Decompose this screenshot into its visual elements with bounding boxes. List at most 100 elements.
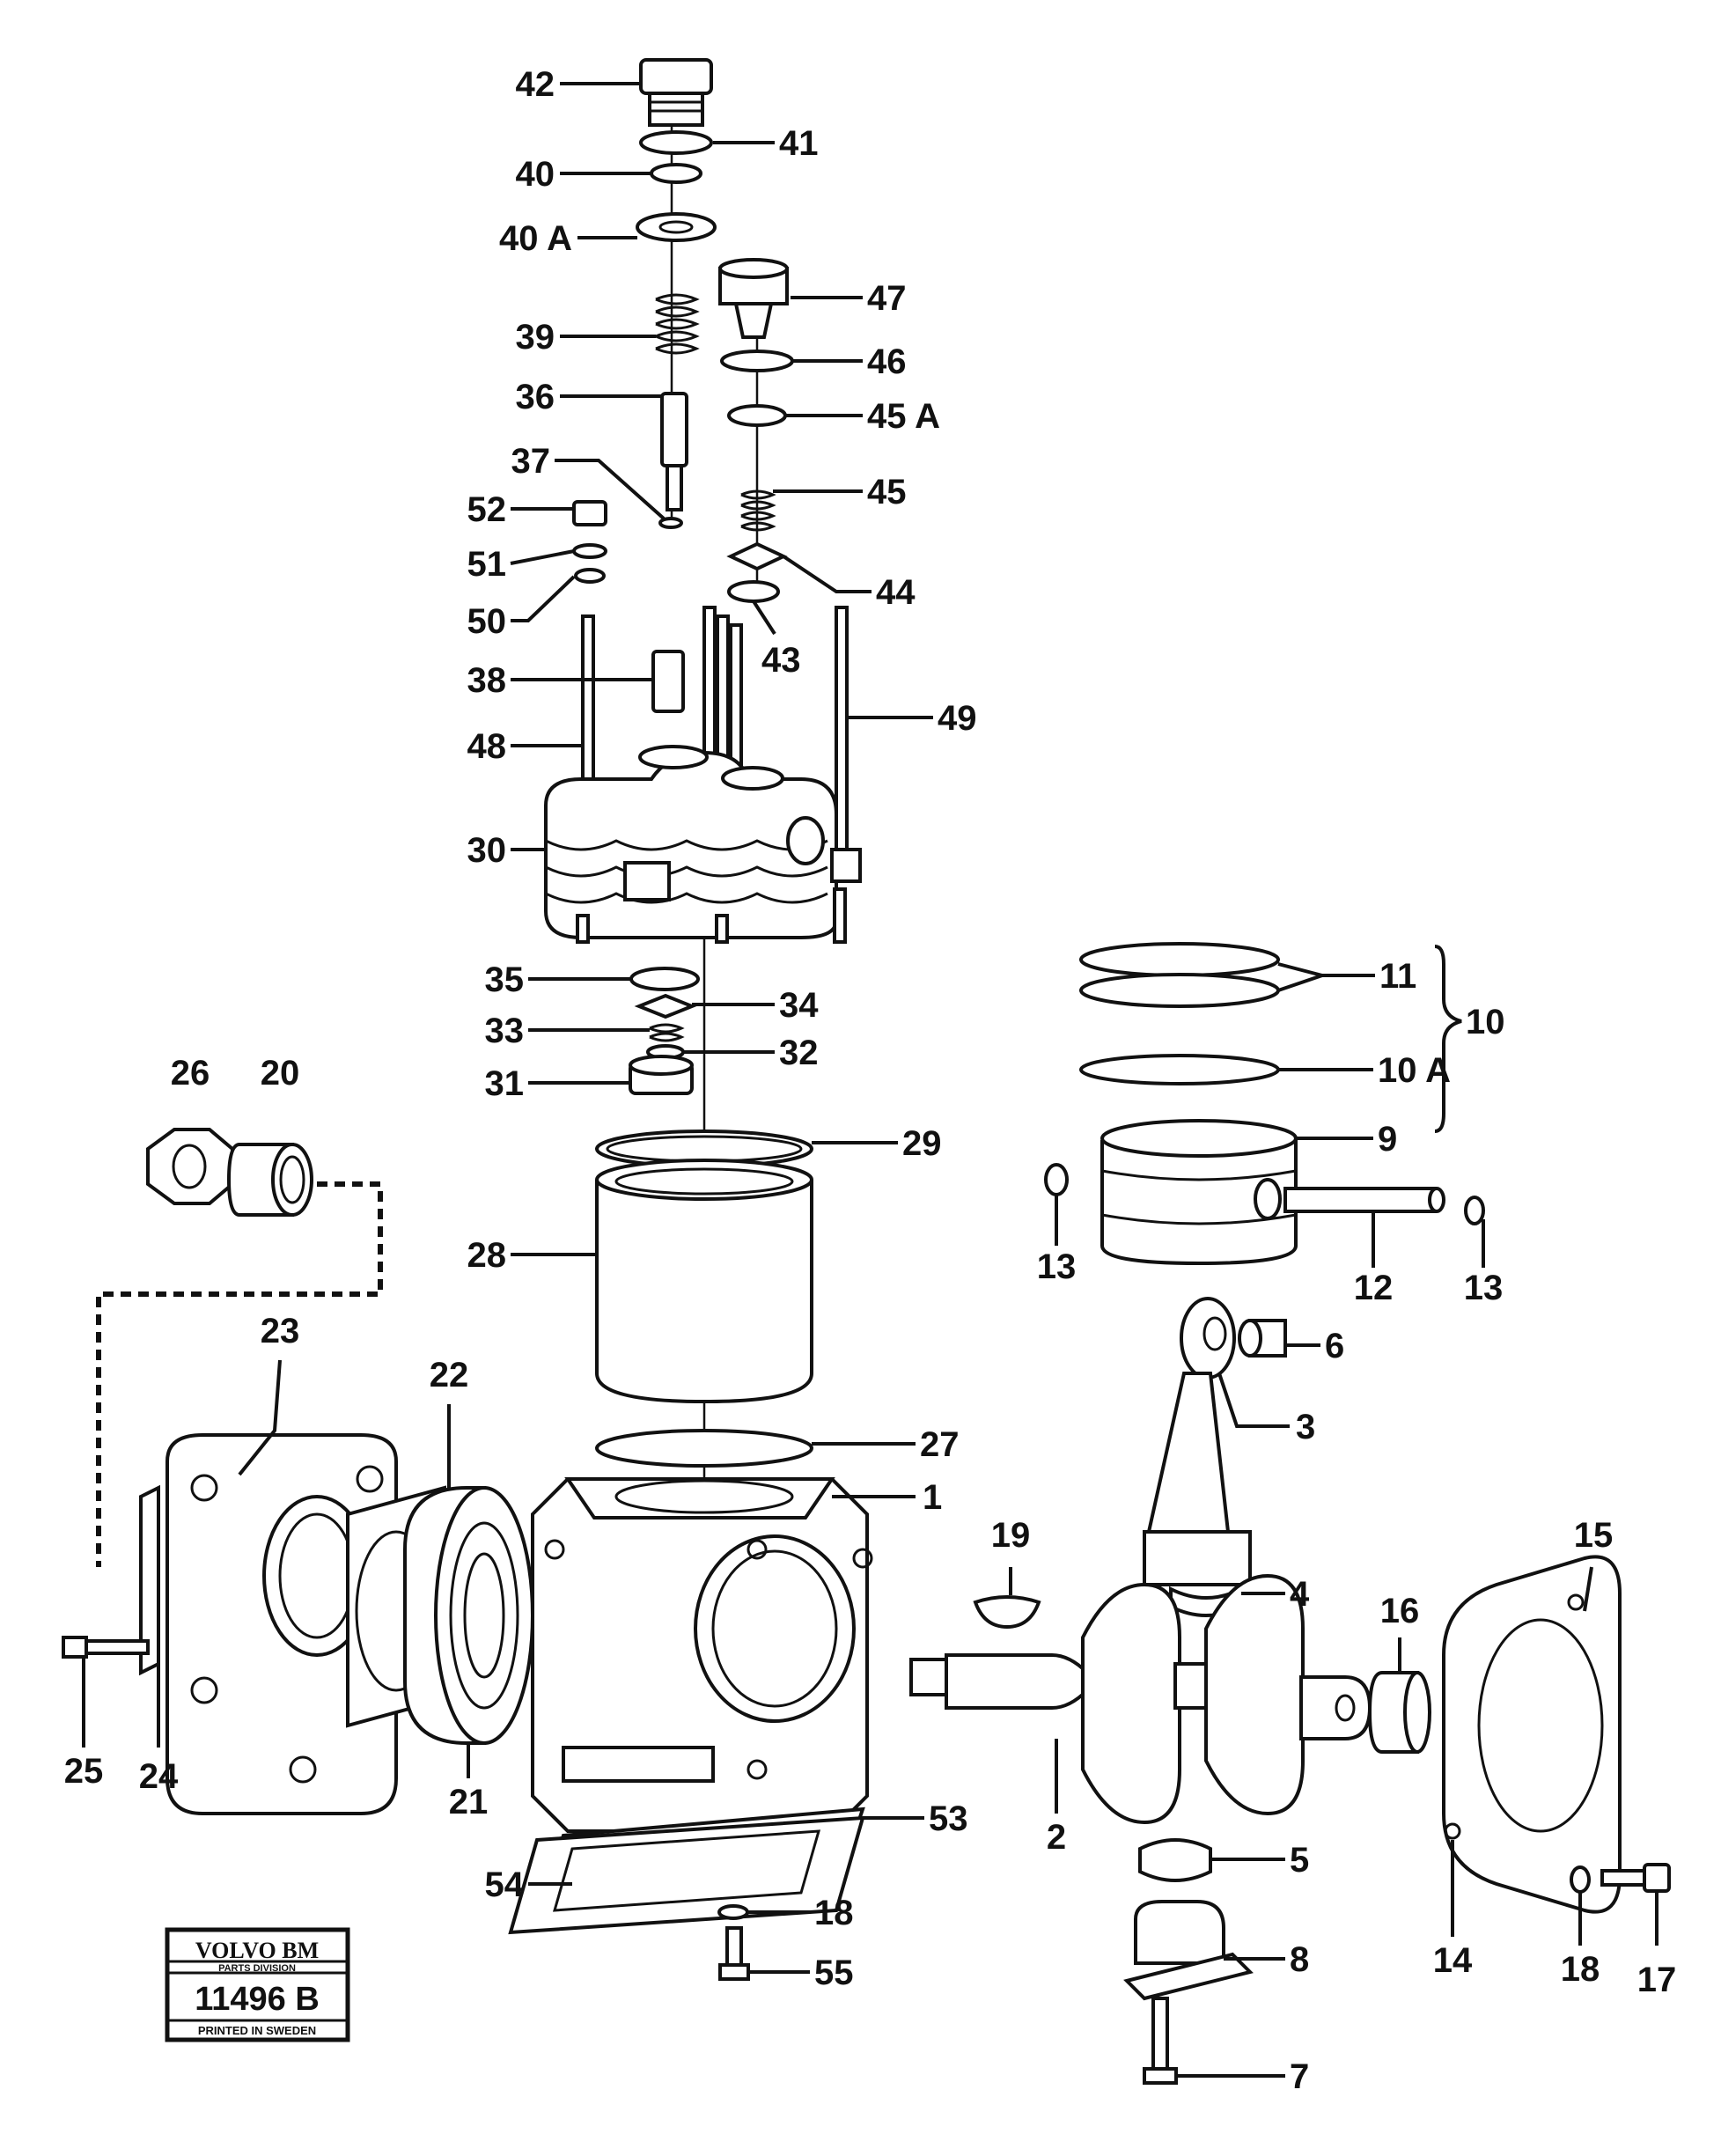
callout-39: 39	[516, 318, 555, 357]
stamp-number: 11496 B	[195, 1981, 320, 2018]
callout-40: 40	[516, 155, 555, 194]
piston-pin-12	[1283, 1187, 1445, 1213]
sleeve-20	[226, 1143, 313, 1217]
callout-13-right: 13	[1464, 1269, 1504, 1307]
callout-42: 42	[516, 65, 555, 104]
callout-40a: 40 A	[499, 219, 572, 258]
bearing-shell-5	[1138, 1838, 1212, 1882]
reference-dashed-line	[96, 1181, 383, 1567]
callout-45a: 45 A	[867, 397, 940, 436]
callout-25: 25	[64, 1752, 104, 1791]
callout-21: 21	[449, 1783, 489, 1821]
callout-24: 24	[139, 1757, 179, 1796]
callout-45: 45	[867, 473, 907, 511]
callout-44: 44	[876, 573, 916, 612]
callout-2: 2	[1047, 1818, 1066, 1857]
cylinder-head-30	[544, 745, 862, 944]
stamp-brand: VOLVO BM	[195, 1938, 319, 1963]
callout-33: 33	[485, 1012, 525, 1050]
callout-1: 1	[923, 1478, 942, 1517]
end-cover-15	[1442, 1555, 1622, 1914]
volvo-bm-stamp: VOLVO BM PARTS DIVISION 11496 B PRINTED …	[165, 1927, 350, 2042]
bracket-10	[1434, 945, 1462, 1133]
callout-50: 50	[467, 602, 507, 641]
callout-31: 31	[485, 1064, 525, 1103]
callout-14: 14	[1433, 1941, 1473, 1980]
callout-18-right: 18	[1561, 1950, 1600, 1989]
callout-48: 48	[467, 727, 507, 766]
flange-housing-23	[165, 1433, 398, 1815]
callout-11: 11	[1379, 957, 1416, 996]
ring-45a	[727, 404, 787, 427]
callout-30: 30	[467, 831, 507, 870]
callout-7: 7	[1290, 2057, 1309, 2096]
seal-ring-46	[720, 350, 794, 372]
oil-ring-10a	[1079, 1054, 1280, 1085]
bolt-25	[62, 1636, 150, 1659]
callout-10: 10	[1466, 1003, 1505, 1041]
callout-51: 51	[467, 545, 507, 584]
callout-6: 6	[1325, 1327, 1344, 1365]
bearing-21	[403, 1486, 534, 1745]
callout-22: 22	[430, 1356, 469, 1394]
callout-10a: 10 A	[1378, 1051, 1451, 1090]
callout-46: 46	[867, 342, 907, 381]
key-19	[973, 1595, 1041, 1630]
callout-15: 15	[1574, 1516, 1614, 1555]
nut-26	[146, 1128, 234, 1205]
valve-disc-44	[726, 541, 788, 571]
spring-33	[649, 1023, 685, 1042]
callout-36: 36	[516, 378, 555, 416]
callout-34: 34	[779, 986, 819, 1025]
stamp-footer: PRINTED IN SWEDEN	[198, 2024, 316, 2037]
callout-37: 37	[511, 442, 551, 481]
bolt-7	[1143, 1997, 1178, 2085]
callout-41: 41	[779, 124, 819, 163]
valve-seat-43	[727, 580, 780, 603]
callout-49: 49	[938, 699, 977, 738]
callout-47: 47	[867, 279, 907, 318]
valve-stem-36	[660, 392, 688, 511]
circlip-37	[658, 517, 683, 529]
callout-43: 43	[761, 641, 801, 680]
plug-42	[639, 58, 713, 127]
callout-35: 35	[485, 960, 525, 999]
callout-52: 52	[467, 490, 507, 529]
bearing-cap-8	[1123, 1900, 1254, 2001]
callout-18-bottom: 18	[814, 1894, 854, 1932]
washer-18-bottom	[717, 1904, 749, 1920]
sleeve-38	[651, 650, 685, 713]
spring-45	[740, 489, 776, 532]
callout-4: 4	[1290, 1575, 1310, 1614]
piston-9	[1100, 1119, 1298, 1266]
washer-18-right	[1570, 1865, 1591, 1894]
valve-seat-31	[629, 1055, 694, 1095]
circlip-13-right	[1464, 1196, 1485, 1225]
callout-54: 54	[485, 1865, 525, 1904]
callout-27: 27	[920, 1425, 960, 1464]
callout-13-left: 13	[1037, 1247, 1077, 1286]
callout-20: 20	[261, 1054, 300, 1093]
washer-40	[650, 163, 702, 184]
callout-28: 28	[467, 1236, 507, 1275]
callout-38: 38	[467, 661, 507, 700]
callout-16: 16	[1380, 1592, 1420, 1630]
callout-labels: 42 41 40 40 A 47 39 46 36 45 A 37 45 52 …	[64, 65, 1677, 2096]
plug-47	[718, 258, 789, 339]
callout-23: 23	[261, 1312, 300, 1350]
callout-5: 5	[1290, 1841, 1309, 1880]
washer-40a	[636, 212, 717, 242]
circlip-13-left	[1044, 1163, 1069, 1196]
callout-3: 3	[1296, 1408, 1315, 1446]
stud-48	[581, 614, 595, 794]
washer-51	[572, 543, 607, 559]
crankshaft-2	[909, 1573, 1372, 1825]
seal-ring-41	[639, 130, 713, 155]
crankcase-1	[531, 1477, 873, 1833]
valve-disc-34	[634, 993, 697, 1019]
callout-26: 26	[171, 1054, 210, 1093]
callout-9: 9	[1378, 1120, 1397, 1159]
cylinder-liner-28	[595, 1159, 813, 1404]
valve-ring-35	[629, 967, 700, 991]
